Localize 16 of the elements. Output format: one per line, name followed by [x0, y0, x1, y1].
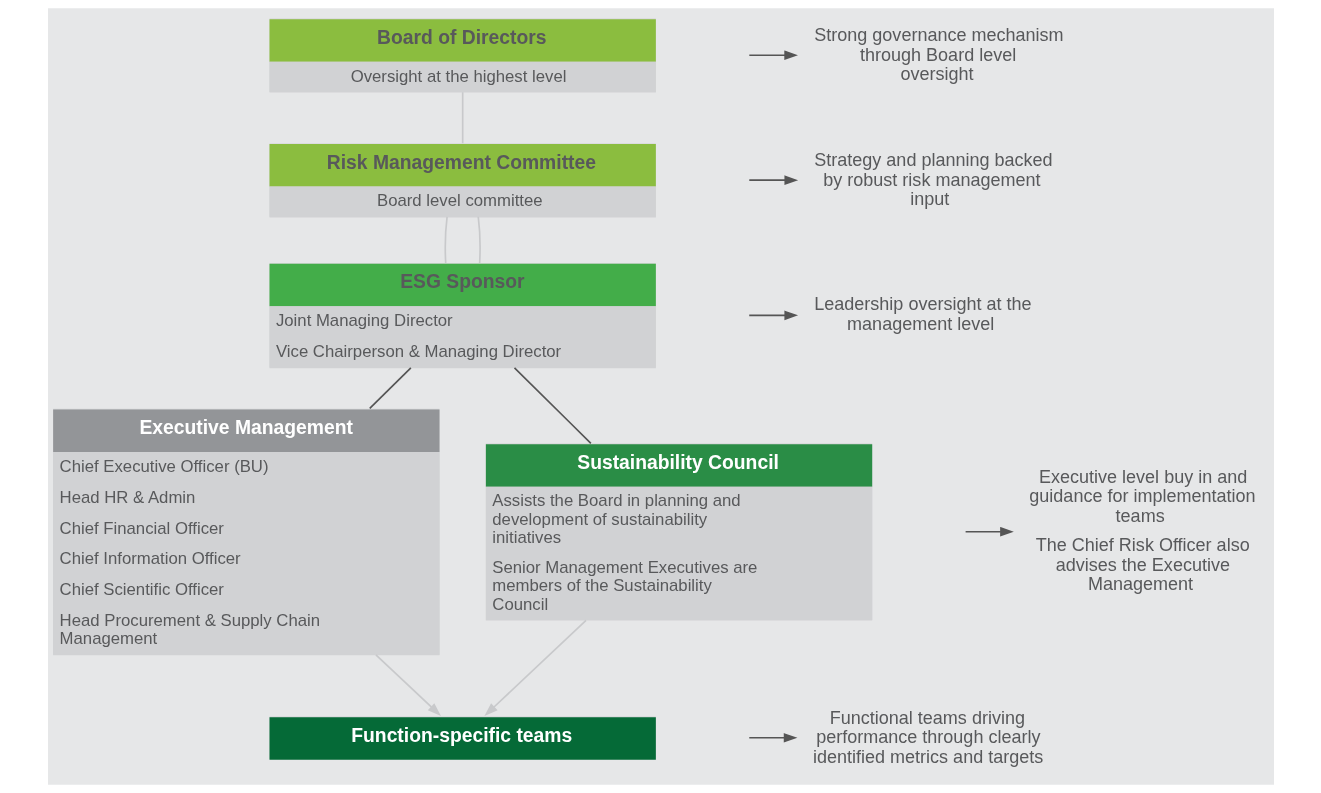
- arrow: [374, 654, 441, 717]
- arrow: [747, 310, 798, 321]
- connector: [476, 216, 481, 264]
- arrow: [747, 733, 797, 743]
- node-text: Functional teams driving performance through clearly identified metrics and targets: [812, 707, 1043, 767]
- connector: [368, 367, 412, 410]
- arrow: [964, 526, 1014, 537]
- arrow: [747, 50, 798, 60]
- node-text: Leadership oversight at the management level: [813, 294, 1032, 334]
- connector: [513, 367, 592, 445]
- node-text: Strong governance mechanism through Board level oversight: [813, 25, 1064, 84]
- node-text: Executive level buy in and guidance for implementation teams The Chief Risk Officer also advises the Executive Management: [1028, 467, 1256, 594]
- node-text: Strategy and planning backed by robust risk management input: [813, 150, 1053, 209]
- arrow: [747, 175, 798, 185]
- arrow: [483, 619, 587, 717]
- connector: [443, 216, 448, 264]
